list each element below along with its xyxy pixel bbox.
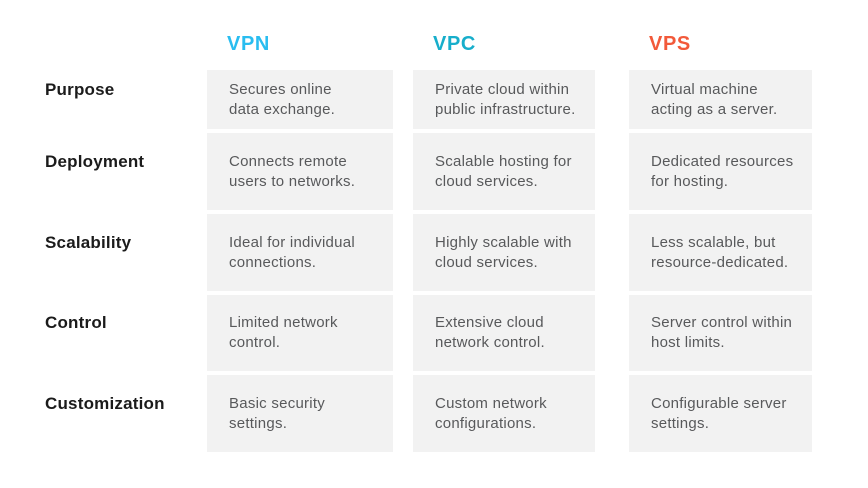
column-header-vpc-label: VPC	[433, 33, 476, 55]
cell-purpose-vps: Virtual machine acting as a server.	[629, 70, 812, 129]
cell-control-vpn: Limited network control.	[207, 295, 393, 371]
column-header-vpc: VPC	[413, 0, 595, 66]
cell-control-vps: Server control within host limits.	[629, 295, 812, 371]
column-header-vpn-label: VPN	[227, 33, 270, 55]
cell-text: Dedicated resources	[651, 152, 794, 170]
cell-text: settings.	[229, 414, 288, 432]
cell-text: resource-dedicated.	[651, 253, 789, 271]
cell-text: Custom network	[435, 394, 547, 412]
cell-deployment-vps: Dedicated resources for hosting.	[629, 133, 812, 210]
cell-customization-vps: Configurable server settings.	[629, 375, 812, 452]
cell-text: Server control within	[651, 314, 793, 331]
row-label-control: Control	[45, 313, 107, 332]
cell-text: host limits.	[651, 334, 725, 351]
row-label-deployment: Deployment	[45, 151, 145, 171]
cell-customization-vpn: Basic security settings.	[207, 375, 393, 452]
cell-text: Connects remote	[229, 152, 347, 170]
cell-text: acting as a server.	[651, 100, 778, 118]
cell-text: Ideal for individual	[229, 233, 355, 251]
cell-text: Extensive cloud	[435, 314, 544, 331]
row-label-customization: Customization	[45, 393, 165, 413]
cell-text: cloud services.	[435, 172, 538, 190]
cell-text: Scalable hosting for	[435, 152, 572, 170]
cell-text: users to networks.	[229, 172, 356, 190]
cell-scalability-vpn: Ideal for individual connections.	[207, 214, 393, 291]
cell-scalability-vps: Less scalable, but resource-dedicated.	[629, 214, 812, 291]
column-header-vps: VPS	[629, 0, 812, 66]
cell-text: for hosting.	[651, 172, 729, 190]
cell-text: Virtual machine	[651, 80, 758, 98]
comparison-table: VPN VPC VPS Purpose Secures online data …	[45, 0, 812, 452]
cell-text: Less scalable, but	[651, 233, 776, 251]
cell-text: Configurable server	[651, 394, 787, 412]
cell-deployment-vpn: Connects remote users to networks.	[207, 133, 393, 210]
cell-text: settings.	[651, 414, 710, 432]
cell-customization-vpc: Custom network configurations.	[413, 375, 595, 452]
cell-deployment-vpc: Scalable hosting for cloud services.	[413, 133, 595, 210]
column-header-vpn: VPN	[207, 0, 393, 66]
cell-text: connections.	[229, 253, 317, 271]
cell-text: Limited network	[229, 314, 338, 331]
cell-text: Basic security	[229, 394, 326, 412]
row-label-scalability: Scalability	[45, 232, 132, 252]
cell-text: cloud services.	[435, 253, 538, 271]
cell-text: network control.	[435, 334, 545, 351]
row-label-purpose: Purpose	[45, 79, 115, 99]
cell-text: control.	[229, 334, 281, 351]
cell-text: data exchange.	[229, 100, 336, 118]
cell-purpose-vpc: Private cloud within public infrastructu…	[413, 70, 595, 129]
cell-text: Highly scalable with	[435, 233, 572, 251]
cell-purpose-vpn: Secures online data exchange.	[207, 70, 393, 129]
cell-text: Private cloud within	[435, 80, 570, 98]
cell-control-vpc: Extensive cloud network control.	[413, 295, 595, 371]
cell-text: Secures online	[229, 80, 332, 98]
cell-text: public infrastructure.	[435, 100, 576, 118]
cell-text: configurations.	[435, 414, 537, 432]
cell-scalability-vpc: Highly scalable with cloud services.	[413, 214, 595, 291]
column-header-vps-label: VPS	[649, 33, 691, 55]
